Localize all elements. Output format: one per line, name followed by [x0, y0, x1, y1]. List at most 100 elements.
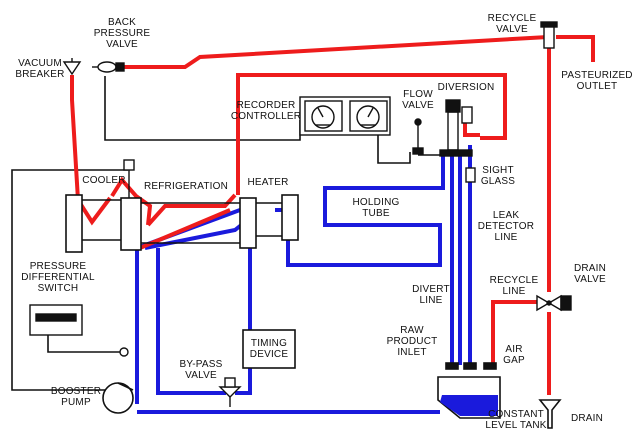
constant-level-tank-icon	[437, 362, 501, 419]
label-line: DIVERT	[412, 284, 450, 295]
drain-funnel-icon	[538, 399, 562, 429]
refrigeration-section-line	[146, 193, 237, 227]
timing-device-icon	[242, 329, 296, 369]
label-line: COOLER	[82, 175, 125, 186]
back-pressure-valve-icon	[92, 61, 125, 73]
label-line: VACUUM	[18, 58, 62, 69]
diversion-valve-icon	[439, 99, 473, 157]
cooler-section-line	[110, 176, 153, 226]
diversion-label: DIVERSION	[438, 82, 495, 93]
label-line: VALVE	[402, 100, 434, 111]
signal-lines	[11, 76, 455, 391]
cooler-probe-icon	[123, 159, 135, 198]
label-line: CONSTANT	[488, 409, 544, 420]
sight-glass-icon	[465, 167, 476, 183]
label-line: OUTLET	[577, 81, 618, 92]
refrigeration-label: REFRIGERATION	[144, 181, 228, 192]
label-line: VALVE	[574, 274, 606, 285]
pasteurized-lines	[70, 35, 595, 395]
label-line: LINE	[494, 232, 517, 243]
vacuum-breaker-icon	[62, 58, 82, 76]
recycle-to-outlet-line	[556, 35, 595, 62]
heater-label: HEATER	[247, 177, 288, 188]
recycle-line-horizontal	[491, 300, 541, 365]
regen-right-plate	[239, 197, 257, 249]
switch-to-pump-line	[47, 335, 120, 353]
label-line: RECORDER	[237, 100, 296, 111]
pump-junction-icon	[119, 347, 129, 357]
label-line: DRAIN	[571, 413, 603, 424]
label-line: PUMP	[61, 397, 91, 408]
label-line: PRESSURE	[30, 261, 87, 272]
label-line: DIFFERENTIAL	[21, 272, 95, 283]
label-line: DIVERSION	[438, 82, 495, 93]
label-line: BOOSTER	[51, 386, 101, 397]
label-line: FLOW	[403, 89, 433, 100]
label-line: DETECTOR	[478, 221, 534, 232]
cooler-label: COOLER	[82, 175, 125, 186]
booster-pump-control-line	[11, 169, 128, 391]
label-line: LEAK	[493, 210, 520, 221]
holding-tube-line	[323, 152, 445, 240]
label-line: DEVICE	[250, 349, 289, 360]
label-line: TUBE	[362, 208, 390, 219]
recorder-controller-icon	[299, 96, 391, 136]
label-line: HOLDING	[353, 197, 400, 208]
label-line: TIMING	[251, 338, 287, 349]
label-line: SIGHT	[482, 165, 514, 176]
label-line: VALVE	[106, 39, 138, 50]
label-line: RECYCLE	[490, 275, 539, 286]
label-line: SWITCH	[38, 283, 79, 294]
bypass-return-line	[235, 240, 252, 395]
cooler-end-plate	[65, 194, 83, 253]
drain-label: DRAIN	[571, 413, 603, 424]
recycle-valve-icon	[540, 21, 558, 49]
regen-left-plate	[120, 197, 142, 251]
label-line: PASTEURIZED	[561, 70, 632, 81]
label-line: LINE	[419, 295, 442, 306]
label-line: GAP	[503, 355, 525, 366]
label-line: CONTROLLER	[231, 111, 301, 122]
heater-plate	[281, 194, 299, 241]
label-line: REFRIGERATION	[144, 181, 228, 192]
label-line: LEVEL TANK	[485, 420, 546, 431]
label-line: PRESSURE	[94, 28, 151, 39]
label-line: BREAKER	[15, 69, 64, 80]
bypass-loop-line	[156, 248, 226, 395]
label-line: RECYCLE	[488, 13, 537, 24]
recorder-to-flow-valve-line	[377, 133, 411, 164]
plate-heat-exchanger	[65, 194, 299, 253]
label-line: HEATER	[247, 177, 288, 188]
label-line: BACK	[108, 17, 136, 28]
drain-valve-icon	[536, 294, 572, 312]
label-line: DRAIN	[574, 263, 606, 274]
by-pass-valve-icon	[218, 377, 242, 407]
pressure-differential-switch-icon	[29, 304, 83, 336]
label-line: AIR	[505, 344, 522, 355]
flow-valve-icon	[412, 118, 424, 155]
regen-hot-line	[139, 208, 231, 250]
label-line: GLASS	[481, 176, 515, 187]
label-line: VALVE	[185, 370, 217, 381]
label-line: LINE	[502, 286, 525, 297]
